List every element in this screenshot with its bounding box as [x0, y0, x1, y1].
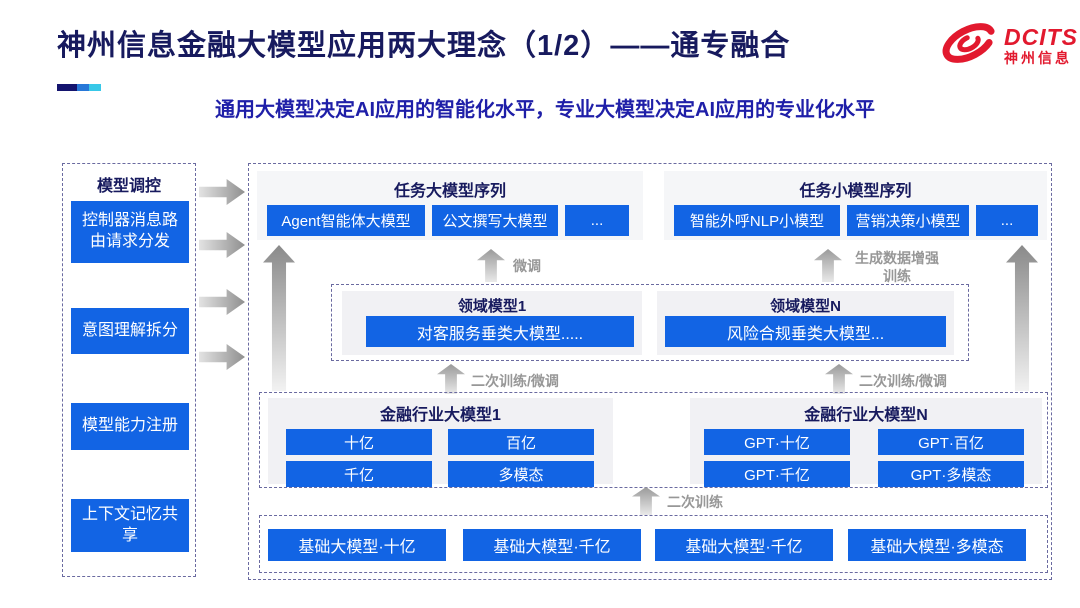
sidebar-item-context: 上下文记忆共享: [71, 499, 189, 552]
model-chip: GPT·多模态: [878, 461, 1024, 487]
sidebar-item-capability: 模型能力注册: [71, 403, 189, 450]
group-title: 任务小模型序列: [799, 183, 912, 200]
arrow-up-icon: [1006, 245, 1038, 391]
accent-seg-navy: [57, 84, 77, 91]
page-title: 神州信息金融大模型应用两大理念（1/2）——通专融合: [57, 30, 791, 62]
arrow-up-icon: [477, 249, 505, 282]
domain-model-1-panel: 领域模型1 对客服务垂类大模型.....: [342, 291, 642, 355]
model-chip: 基础大模型·多模态: [848, 529, 1026, 561]
model-chip: 多模态: [448, 461, 594, 487]
arrow-right-icon: [199, 344, 245, 370]
button-row: 智能外呼NLP小模型 营销决策小模型 ...: [674, 205, 1038, 236]
arrow-up-icon: [437, 364, 465, 394]
arrow-right-icon: [199, 232, 245, 258]
model-chip: Agent智能体大模型: [267, 205, 425, 236]
accent-seg-cyan: [89, 84, 101, 91]
arrow-right-icon: [199, 179, 245, 205]
accent-seg-blue: [77, 84, 89, 91]
sidebar-item-router: 控制器消息路由请求分发: [71, 201, 189, 263]
logo-brand: DCITS: [1004, 24, 1078, 51]
arrow-right-icon: [199, 289, 245, 315]
model-chip: GPT·千亿: [704, 461, 850, 487]
button-row: Agent智能体大模型 公文撰写大模型 ...: [267, 205, 629, 236]
base-model-box: 基础大模型·十亿 基础大模型·千亿 基础大模型·千亿 基础大模型·多模态: [259, 515, 1048, 573]
model-chip: 百亿: [448, 429, 594, 455]
domain-model-box: 领域模型1 对客服务垂类大模型..... 领域模型N 风险合规垂类大模型...: [331, 284, 969, 361]
sidebar-title: 模型调控: [96, 178, 161, 195]
label-retrain: 二次训练: [667, 494, 723, 510]
page-subtitle: 通用大模型决定AI应用的智能化水平，专业大模型决定AI应用的专业化水平: [215, 99, 875, 121]
industry-model-1-panel: 金融行业大模型1 十亿 千亿 百亿 多模态: [268, 398, 613, 487]
arrow-up-icon: [263, 245, 295, 391]
group-title: 领域模型N: [770, 298, 841, 315]
model-chip: GPT·百亿: [878, 429, 1024, 455]
model-chip: 风险合规垂类大模型...: [665, 316, 946, 347]
model-grid: 十亿 千亿 百亿 多模态: [286, 429, 594, 487]
swirl-icon: [938, 20, 1000, 71]
model-chip: 千亿: [286, 461, 432, 487]
industry-model-box: 金融行业大模型1 十亿 千亿 百亿 多模态 金融行业大模型N GPT·十亿 GP…: [259, 392, 1048, 488]
logo-text: DCITS 神州信息: [1004, 25, 1078, 66]
company-logo: DCITS 神州信息: [938, 20, 1078, 71]
group-title: 金融行业大模型1: [380, 407, 501, 424]
model-grid: GPT·十亿 GPT·千亿 GPT·百亿 GPT·多模态: [704, 429, 1024, 487]
model-chip-more: ...: [976, 205, 1038, 236]
domain-model-n-panel: 领域模型N 风险合规垂类大模型...: [657, 291, 954, 355]
label-gen-augment: 生成数据增强 训练: [848, 250, 946, 285]
label-line: 训练: [883, 267, 911, 284]
arrow-up-icon: [632, 487, 660, 515]
group-title: 领域模型1: [457, 298, 527, 315]
model-chip: 基础大模型·千亿: [463, 529, 641, 561]
industry-model-n-panel: 金融行业大模型N GPT·十亿 GPT·千亿 GPT·百亿 GPT·多模态: [690, 398, 1042, 487]
model-chip: 营销决策小模型: [847, 205, 969, 236]
model-chip: 基础大模型·十亿: [268, 529, 446, 561]
model-chip: 对客服务垂类大模型.....: [366, 316, 634, 347]
label-fine-tune: 微调: [513, 258, 541, 274]
model-chip: GPT·十亿: [704, 429, 850, 455]
model-chip: 智能外呼NLP小模型: [674, 205, 840, 236]
logo-brand-cn: 神州信息: [1004, 50, 1072, 67]
task-small-model-group: 任务小模型序列 智能外呼NLP小模型 营销决策小模型 ...: [664, 171, 1047, 240]
model-architecture-box: 任务大模型序列 Agent智能体大模型 公文撰写大模型 ... 任务小模型序列 …: [248, 163, 1052, 580]
sidebar-model-control: 模型调控 控制器消息路由请求分发 意图理解拆分 模型能力注册 上下文记忆共享: [62, 163, 196, 577]
label-retrain-finetune: 二次训练/微调: [859, 373, 947, 389]
label-retrain-finetune: 二次训练/微调: [471, 373, 559, 389]
sidebar-item-intent: 意图理解拆分: [71, 308, 189, 354]
model-chip: 十亿: [286, 429, 432, 455]
label-line: 生成数据增强: [855, 250, 939, 266]
model-chip: 基础大模型·千亿: [655, 529, 833, 561]
arrow-up-icon: [825, 364, 853, 394]
model-chip: 公文撰写大模型: [432, 205, 558, 236]
arrow-up-icon: [814, 249, 842, 282]
group-title: 金融行业大模型N: [804, 407, 928, 424]
model-chip-more: ...: [565, 205, 629, 236]
group-title: 任务大模型序列: [393, 183, 506, 200]
accent-bar: [57, 84, 101, 91]
task-large-model-group: 任务大模型序列 Agent智能体大模型 公文撰写大模型 ...: [257, 171, 643, 240]
